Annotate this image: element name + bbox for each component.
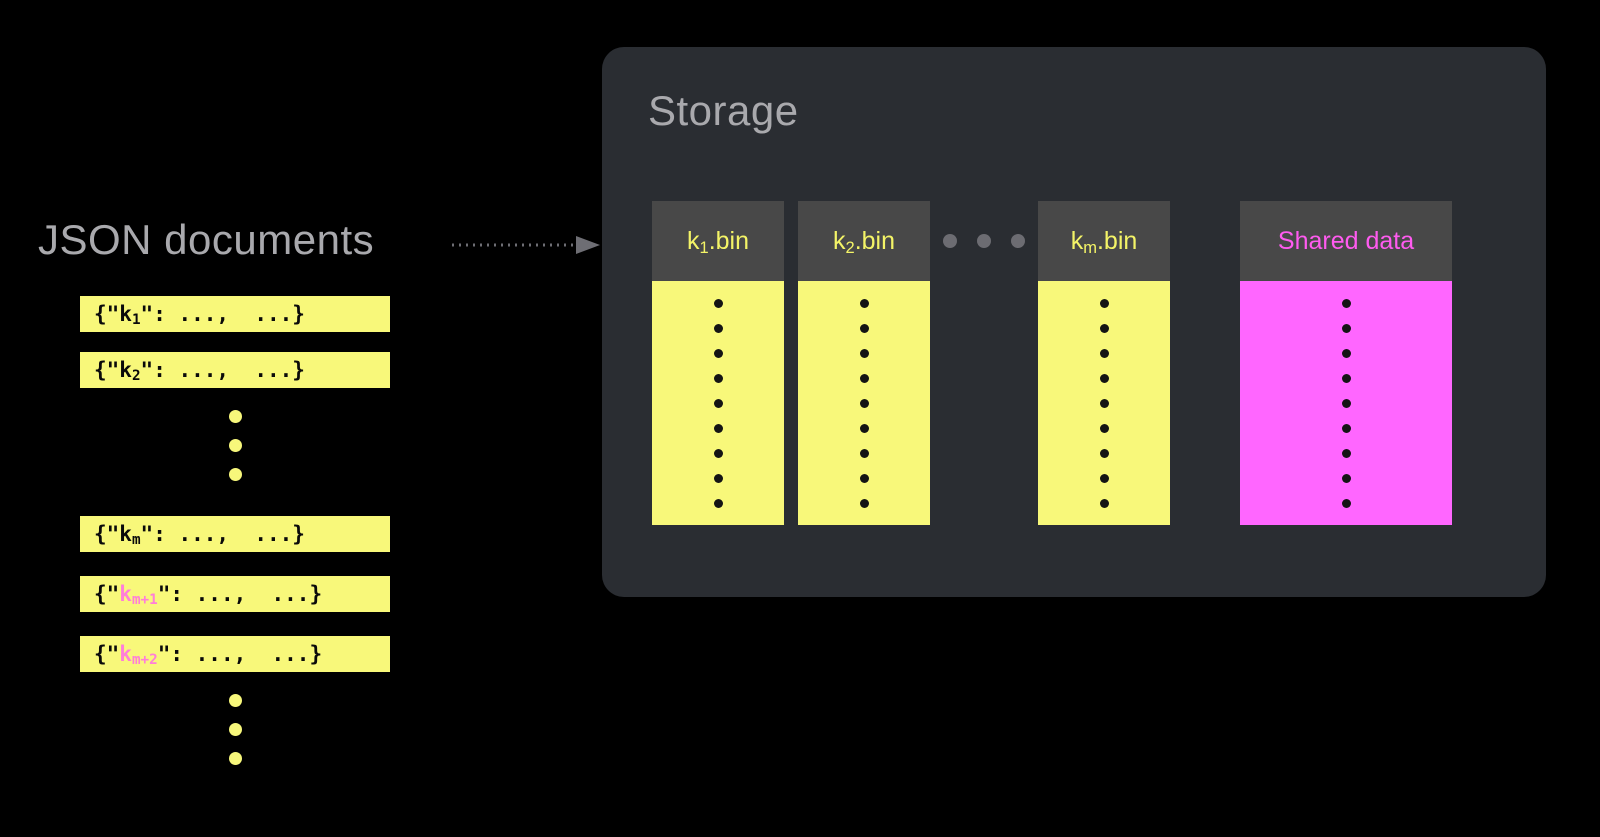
- ellipsis-dot: [228, 468, 242, 481]
- record-dot: [713, 298, 723, 308]
- record-dot: [1099, 298, 1109, 308]
- ellipsis-dot: [1011, 234, 1025, 248]
- ellipsis-dot: [228, 694, 242, 707]
- record-dot: [1099, 398, 1109, 408]
- ellipsis-dot: [943, 234, 957, 248]
- record-dot: [1341, 448, 1351, 458]
- record-dot: [1341, 323, 1351, 333]
- documents-vertical-ellipsis: [80, 410, 390, 481]
- record-dot: [713, 423, 723, 433]
- record-dot: [859, 498, 869, 508]
- record-dot: [1099, 323, 1109, 333]
- json-open-brace: {": [94, 581, 120, 606]
- record-dot: [859, 473, 869, 483]
- record-dot: [859, 348, 869, 358]
- record-dot: [1341, 398, 1351, 408]
- json-value-ellipsis: ": ..., ...}: [140, 301, 305, 326]
- json-value-ellipsis: ": ..., ...}: [157, 641, 323, 666]
- storage-horizontal-ellipsis: [930, 201, 1038, 281]
- record-dot: [1341, 423, 1351, 433]
- json-open-brace: {": [94, 641, 120, 666]
- dotted-arrow-right-icon: [452, 236, 600, 254]
- record-dot: [713, 498, 723, 508]
- storage-column-body: [1240, 281, 1452, 525]
- record-dot: [1099, 498, 1109, 508]
- json-open-brace: {": [94, 301, 120, 326]
- json-value-ellipsis: ": ..., ...}: [140, 357, 305, 382]
- record-dot: [859, 373, 869, 383]
- ellipsis-dot: [228, 752, 242, 765]
- storage-column-header: Shared data: [1240, 201, 1452, 281]
- record-dot: [1099, 448, 1109, 458]
- json-open-brace: {": [94, 521, 120, 546]
- record-dot: [1341, 373, 1351, 383]
- documents-vertical-ellipsis: [80, 694, 390, 765]
- json-value-ellipsis: ": ..., ...}: [157, 581, 323, 606]
- json-value-ellipsis: ": ..., ...}: [140, 521, 305, 546]
- storage-column-label: Shared data: [1277, 226, 1415, 255]
- record-dot: [1099, 473, 1109, 483]
- storage-title: Storage: [648, 87, 799, 134]
- record-dot: [713, 323, 723, 333]
- ellipsis-dot: [228, 723, 242, 736]
- storage-column-body: [798, 281, 930, 525]
- storage-column-shared-data[interactable]: Shared data: [1240, 201, 1452, 525]
- ellipsis-dot: [977, 234, 991, 248]
- storage-column-body: [1038, 281, 1170, 525]
- ellipsis-dot: [228, 439, 242, 452]
- record-dot: [859, 398, 869, 408]
- record-dot: [859, 298, 869, 308]
- storage-column-body: [652, 281, 784, 525]
- record-dot: [713, 348, 723, 358]
- json-documents-title: JSON documents: [38, 216, 375, 263]
- record-dot: [713, 373, 723, 383]
- record-dot: [859, 423, 869, 433]
- record-dot: [713, 448, 723, 458]
- record-dot: [1099, 423, 1109, 433]
- ellipsis-dot: [228, 410, 242, 423]
- record-dot: [859, 323, 869, 333]
- record-dot: [859, 448, 869, 458]
- record-dot: [1099, 348, 1109, 358]
- record-dot: [1341, 473, 1351, 483]
- record-dot: [1341, 498, 1351, 508]
- record-dot: [1341, 298, 1351, 308]
- record-dot: [1341, 348, 1351, 358]
- record-dot: [713, 398, 723, 408]
- json-open-brace: {": [94, 357, 120, 382]
- record-dot: [713, 473, 723, 483]
- record-dot: [1099, 373, 1109, 383]
